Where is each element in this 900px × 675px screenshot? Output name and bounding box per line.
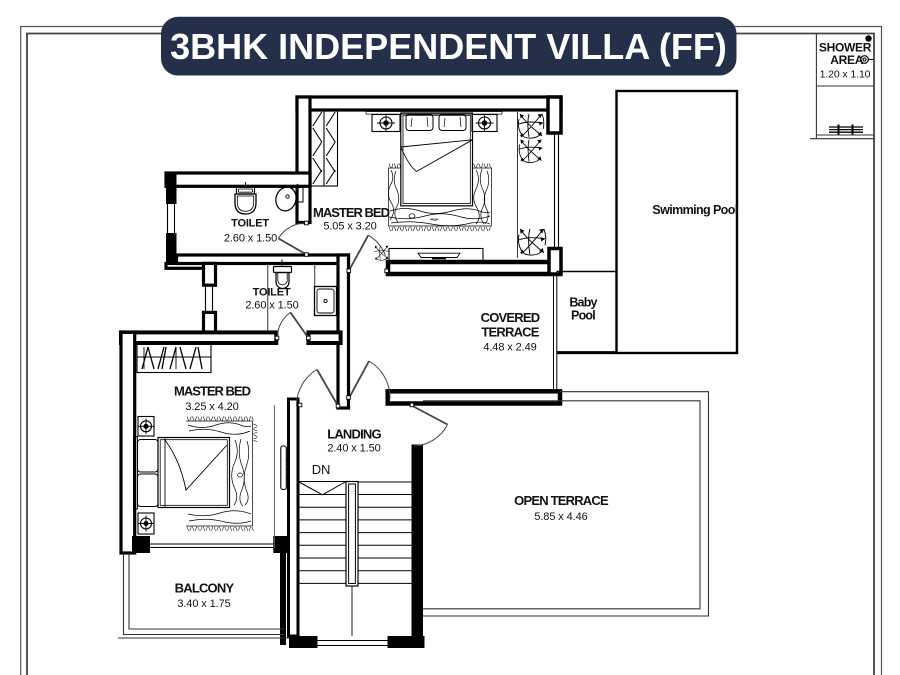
svg-text:Baby: Baby: [569, 296, 597, 310]
svg-text:3.25 x 4.20: 3.25 x 4.20: [185, 401, 238, 413]
svg-text:LANDING: LANDING: [327, 427, 381, 442]
svg-text:AREA: AREA: [830, 53, 863, 67]
svg-text:Pool: Pool: [571, 309, 595, 323]
svg-text:SHOWER: SHOWER: [819, 41, 872, 55]
svg-text:Swimming Pool: Swimming Pool: [652, 203, 737, 217]
svg-text:TERRACE: TERRACE: [481, 324, 539, 339]
svg-text:2.40 x 1.50: 2.40 x 1.50: [327, 442, 380, 454]
svg-text:4.48 x 2.49: 4.48 x 2.49: [483, 341, 536, 353]
svg-text:TOILET: TOILET: [253, 286, 291, 298]
svg-text:MASTER BED: MASTER BED: [174, 383, 251, 398]
svg-text:1.20 x 1.10: 1.20 x 1.10: [820, 69, 871, 81]
svg-text:2.60 x 1.50: 2.60 x 1.50: [224, 232, 277, 244]
svg-text:BALCONY: BALCONY: [175, 581, 235, 596]
svg-text:3.40 x 1.75: 3.40 x 1.75: [177, 598, 230, 610]
svg-text:MASTER BED: MASTER BED: [313, 205, 390, 220]
svg-text:COVERED: COVERED: [481, 310, 540, 325]
svg-text:TOILET: TOILET: [231, 217, 269, 229]
svg-text:3BHK INDEPENDENT VILLA (FF): 3BHK INDEPENDENT VILLA (FF): [170, 26, 727, 67]
svg-text:OPEN TERRACE: OPEN TERRACE: [514, 493, 609, 508]
svg-text:DN: DN: [312, 462, 331, 477]
svg-text:5.85 x 4.46: 5.85 x 4.46: [534, 511, 587, 523]
svg-text:5.05 x 3.20: 5.05 x 3.20: [323, 221, 376, 233]
svg-text:2.60 x 1.50: 2.60 x 1.50: [245, 300, 298, 312]
